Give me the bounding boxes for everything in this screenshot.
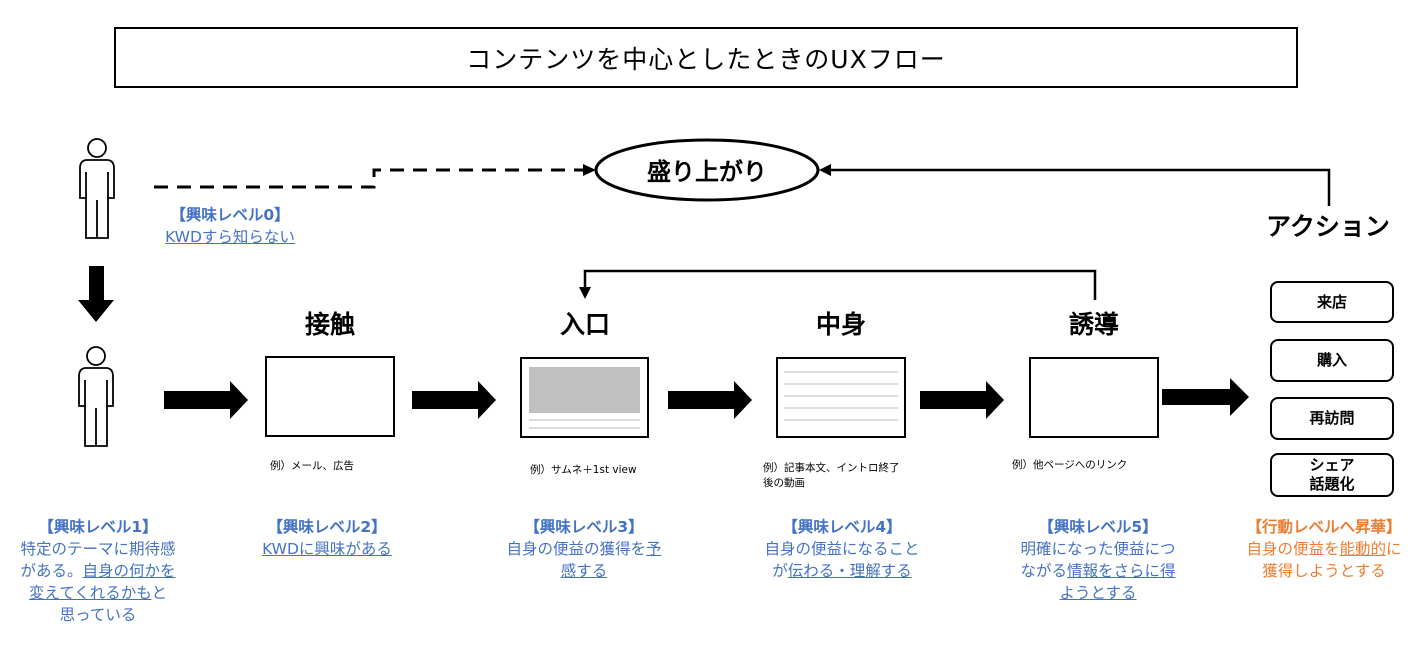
excitement-ellipse bbox=[594, 138, 820, 202]
stage-box-contact bbox=[265, 356, 395, 437]
action-heading: アクション bbox=[1266, 212, 1390, 241]
interest-level-4: 【興味レベル4】 自身の便益になること が伝わる・理解する bbox=[746, 516, 938, 582]
action-level-tag: 【行動レベルへ昇華】 bbox=[1246, 518, 1402, 536]
action-connector bbox=[830, 168, 1331, 206]
action-purchase: 購入 bbox=[1270, 339, 1394, 382]
action-share-label: シェア bbox=[1309, 456, 1355, 474]
interest-level-1: 【興味レベル1】 特定のテーマに期待感 がある。自身の何かを 変えてくれるかもと… bbox=[0, 516, 196, 626]
level4-line2b: 伝わる・理解する bbox=[787, 562, 912, 580]
flow-arrow-1 bbox=[164, 381, 248, 419]
person-icon-bottom bbox=[78, 346, 114, 447]
level0-text: KWDすら知らない bbox=[165, 228, 295, 246]
interest-level-3: 【興味レベル3】 自身の便益の獲得を予 感する bbox=[488, 516, 680, 582]
action-level-line1b: 能動的 bbox=[1339, 540, 1386, 558]
dashed-connector bbox=[154, 168, 584, 189]
level4-line2a: が bbox=[772, 562, 788, 580]
action-level: 【行動レベルへ昇華】 自身の便益を能動的に 獲得しようとする bbox=[1226, 516, 1422, 582]
level4-line1: 自身の便益になること bbox=[764, 540, 920, 558]
action-revisit: 再訪問 bbox=[1270, 397, 1394, 440]
level5-line3: ようとする bbox=[1059, 584, 1137, 602]
stage-box-guide bbox=[1029, 357, 1159, 438]
level1-line3a: 変えてくれるかも bbox=[29, 584, 152, 602]
stage-box-content bbox=[776, 357, 906, 438]
level5-line2a: ながる bbox=[1020, 562, 1067, 580]
action-buzz-label: 話題化 bbox=[1309, 475, 1355, 493]
level5-tag: 【興味レベル5】 bbox=[1038, 518, 1158, 536]
level0-tag: 【興味レベル0】 bbox=[170, 206, 290, 224]
level2-tag: 【興味レベル2】 bbox=[267, 518, 387, 536]
diagram-title: コンテンツを中心としたときのUXフロー bbox=[114, 27, 1298, 88]
flow-arrow-5 bbox=[1162, 378, 1249, 416]
level3-line1a: 自身の便益の獲得を bbox=[506, 540, 646, 558]
interest-level-0: 【興味レベル0】 KWDすら知らない bbox=[150, 204, 310, 248]
interest-level-2: 【興味レベル2】 KWDに興味がある bbox=[232, 516, 422, 560]
level1-line2b: 自身の何かを bbox=[82, 562, 176, 580]
level1-tag: 【興味レベル1】 bbox=[38, 518, 158, 536]
action-visit: 来店 bbox=[1270, 281, 1394, 323]
level2-line1: KWDに興味がある bbox=[262, 540, 392, 558]
flow-arrow-3 bbox=[668, 381, 752, 419]
level1-line4: 思っている bbox=[59, 606, 137, 624]
loop-connector bbox=[583, 269, 1097, 300]
example-guide: 例）他ページへのリンク bbox=[1012, 459, 1128, 471]
level1-line2a: がある。 bbox=[20, 562, 83, 580]
example-content: 例）記事本文、イントロ終了 後の動画 bbox=[763, 461, 900, 491]
interest-level-5: 【興味レベル5】 明確になった便益につ ながる情報をさらに得 ようとする bbox=[1002, 516, 1194, 604]
person-icon-top bbox=[79, 138, 115, 239]
level5-line1: 明確になった便益につ bbox=[1020, 540, 1176, 558]
level1-line3b: と bbox=[151, 584, 167, 602]
flow-arrow-4 bbox=[920, 381, 1004, 419]
excitement-label: 盛り上がり bbox=[647, 158, 767, 186]
example-content-line1: 例）記事本文、イントロ終了 bbox=[763, 462, 900, 474]
action-level-line1a: 自身の便益を bbox=[1246, 540, 1340, 558]
example-content-line2: 後の動画 bbox=[763, 477, 805, 489]
level1-line1: 特定のテーマに期待感 bbox=[20, 540, 176, 558]
flow-arrow-2 bbox=[412, 381, 496, 419]
example-contact: 例）メール、広告 bbox=[270, 460, 354, 472]
stage-title-entry: 入口 bbox=[559, 310, 610, 339]
action-level-line2: 獲得しようとする bbox=[1262, 562, 1386, 580]
dashed-arrowhead bbox=[583, 164, 596, 176]
down-arrow bbox=[78, 266, 114, 322]
action-level-line1c: に bbox=[1386, 540, 1402, 558]
loop-arrowhead bbox=[579, 287, 591, 299]
level3-line2: 感する bbox=[560, 562, 608, 580]
level3-tag: 【興味レベル3】 bbox=[524, 518, 644, 536]
level5-line2b: 情報をさらに得 bbox=[1067, 562, 1176, 580]
stage-title-contact: 接触 bbox=[304, 310, 355, 339]
example-entry: 例）サムネ＋1st view bbox=[530, 464, 637, 476]
stage-title-content: 中身 bbox=[815, 310, 866, 339]
level4-tag: 【興味レベル4】 bbox=[782, 518, 902, 536]
stage-box-entry bbox=[520, 357, 649, 438]
action-share: シェア 話題化 bbox=[1270, 453, 1394, 497]
action-arrowhead bbox=[819, 164, 831, 176]
stage-title-guide: 誘導 bbox=[1068, 310, 1119, 339]
level3-line1b: 予 bbox=[646, 540, 662, 558]
